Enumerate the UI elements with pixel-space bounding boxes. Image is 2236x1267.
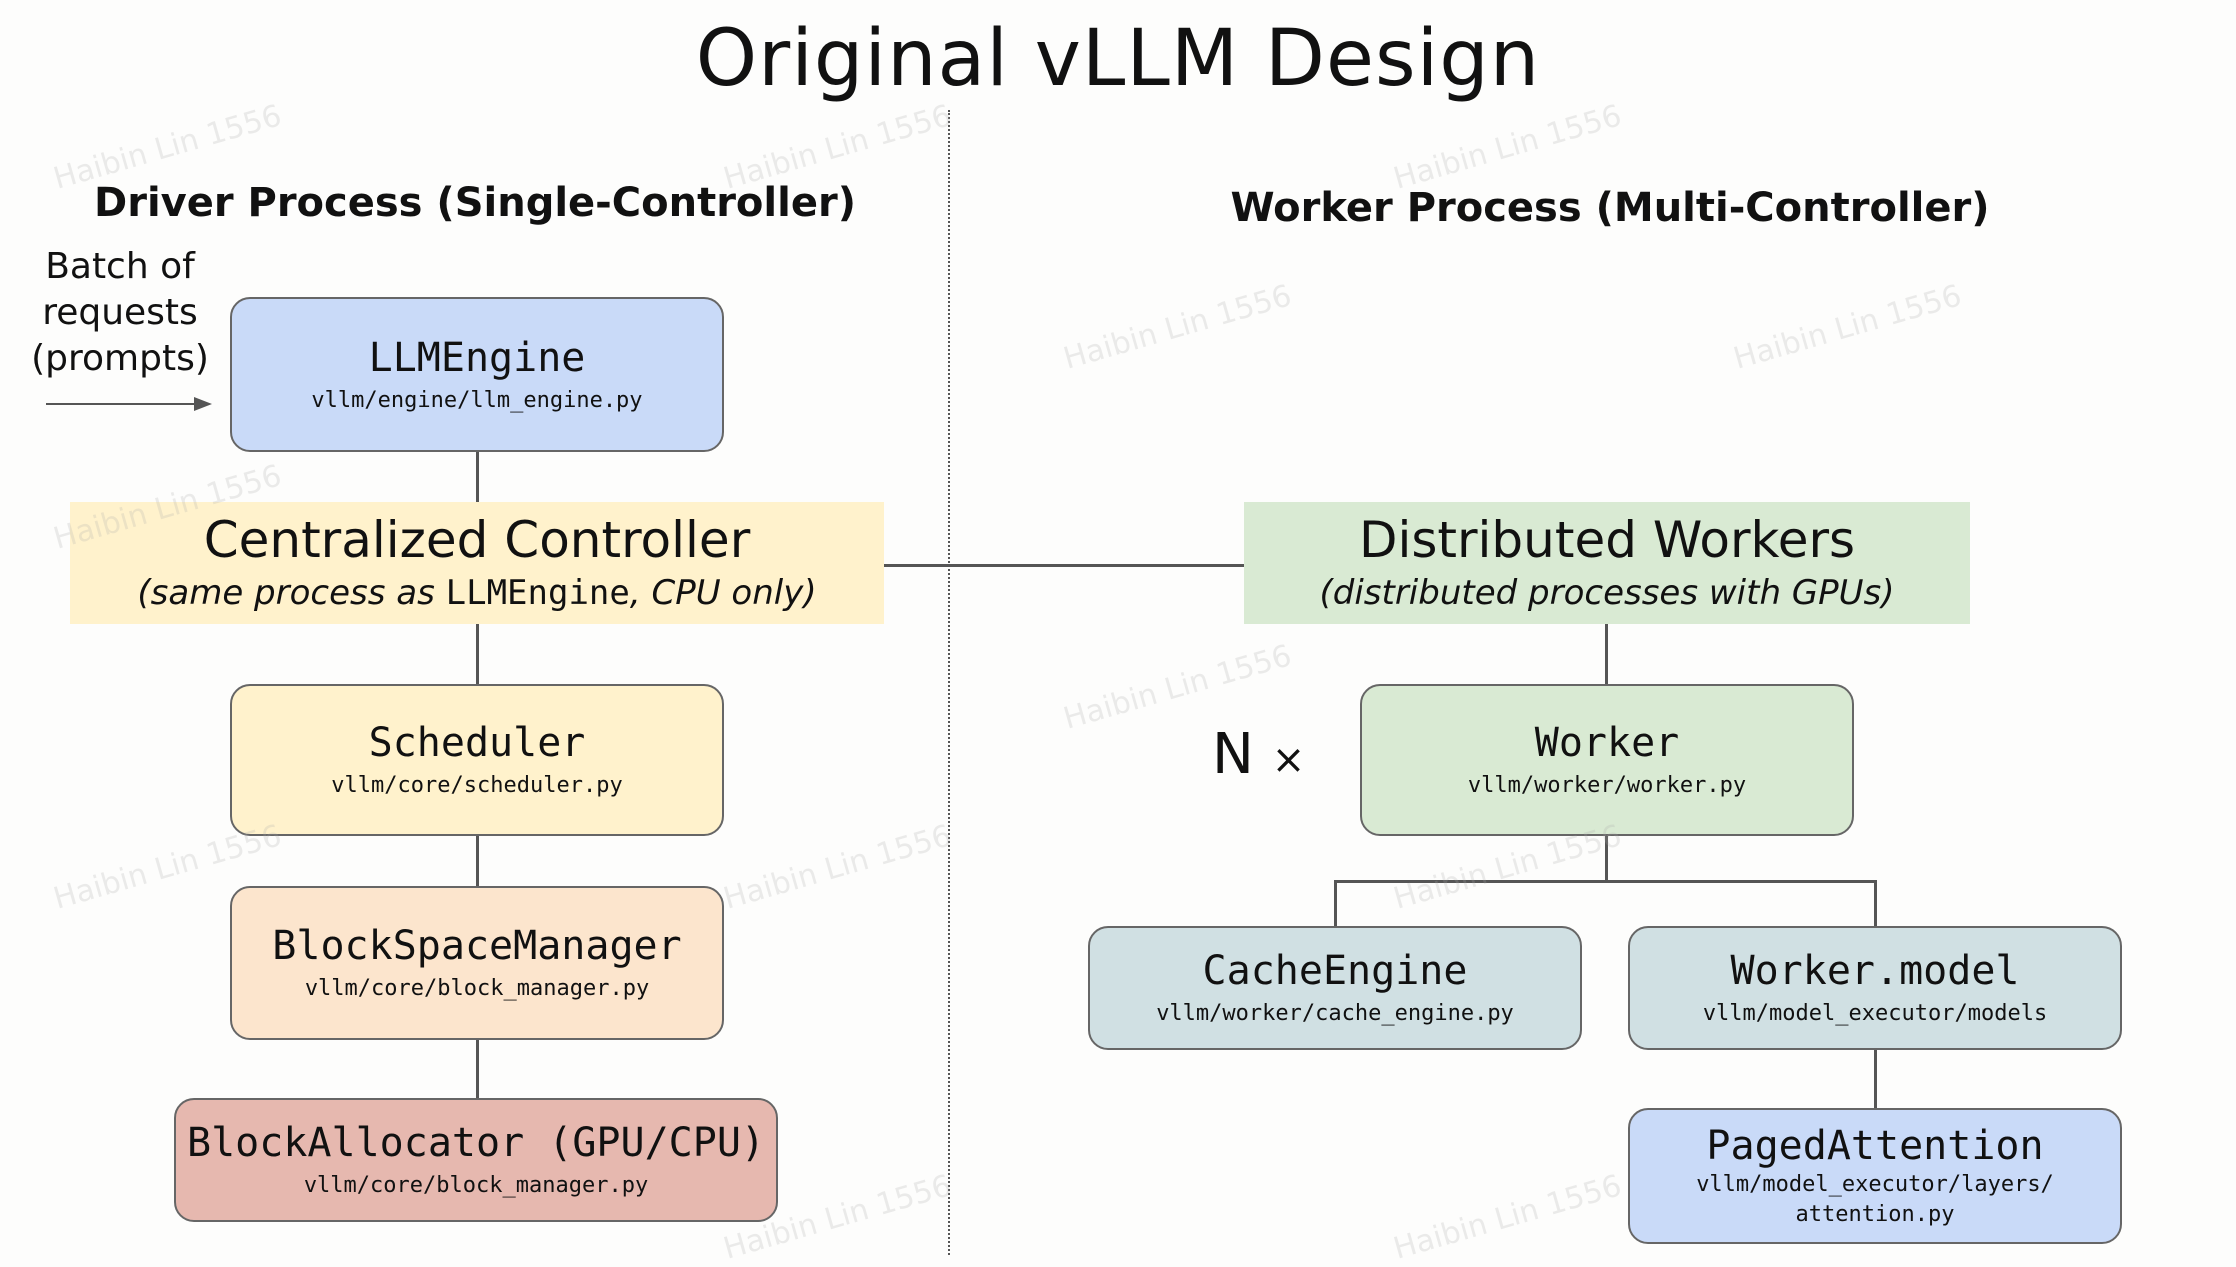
centralized-controller-banner: Centralized Controller (same process as … <box>70 502 884 624</box>
scheduler-name: Scheduler <box>368 720 586 766</box>
worker-count-n: N <box>1212 722 1254 787</box>
connector-engine-controller <box>476 452 479 502</box>
batch-label-line-1: Batch of <box>45 246 195 287</box>
block-space-manager-path: vllm/core/block_manager.py <box>304 976 650 1001</box>
scheduler-box: Scheduler vllm/core/scheduler.py <box>230 684 724 836</box>
llm-engine-box: LLMEngine vllm/engine/llm_engine.py <box>230 297 724 452</box>
controller-subtitle-pre: (same process as <box>137 573 446 613</box>
controller-title: Centralized Controller <box>203 511 751 569</box>
worker-model-box: Worker.model vllm/model_executor/models <box>1628 926 2122 1050</box>
paged-attention-path-line-1: vllm/model_executor/layers/ <box>1696 1172 2054 1197</box>
connector-controller-workers <box>882 564 1244 567</box>
watermark: Haibin Lin 1556 <box>1389 1168 1626 1267</box>
block-space-manager-name: BlockSpaceManager <box>272 923 682 969</box>
controller-subtitle-post: , CPU only) <box>629 573 817 613</box>
watermark: Haibin Lin 1556 <box>1389 98 1626 197</box>
cache-engine-path: vllm/worker/cache_engine.py <box>1156 1001 1514 1026</box>
batch-label-line-3: (prompts) <box>31 338 209 379</box>
llm-engine-name: LLMEngine <box>368 334 586 381</box>
controller-subtitle-code: LLMEngine <box>445 573 630 613</box>
worker-count-label: N × <box>1212 722 1305 787</box>
paged-attention-path-line-2: attention.py <box>1795 1202 1955 1227</box>
distributed-workers-banner: Distributed Workers (distributed process… <box>1244 502 1970 624</box>
controller-subtitle: (same process as LLMEngine, CPU only) <box>137 570 816 616</box>
cache-engine-name: CacheEngine <box>1202 948 1468 994</box>
connector-split-horizontal <box>1334 880 1876 883</box>
batch-label-line-2: requests <box>42 292 198 333</box>
paged-attention-name: PagedAttention <box>1706 1123 2044 1169</box>
worker-box: Worker vllm/worker/worker.py <box>1360 684 1854 836</box>
block-allocator-path: vllm/core/block_manager.py <box>303 1173 649 1198</box>
batch-input-label: Batch of requests (prompts) <box>20 244 220 382</box>
worker-count-times: × <box>1271 737 1306 783</box>
llm-engine-path: vllm/engine/llm_engine.py <box>311 387 643 413</box>
connector-scheduler-blockmanager <box>476 836 479 886</box>
worker-model-path: vllm/model_executor/models <box>1702 1001 2048 1026</box>
connector-workers-worker <box>1605 624 1608 684</box>
connector-model-pagedattention <box>1874 1050 1877 1108</box>
page-title: Original vLLM Design <box>695 14 1541 104</box>
block-allocator-box: BlockAllocator (GPU/CPU) vllm/core/block… <box>174 1098 778 1222</box>
watermark: Haibin Lin 1556 <box>719 818 956 917</box>
worker-path: vllm/worker/worker.py <box>1467 773 1747 798</box>
block-allocator-name: BlockAllocator (GPU/CPU) <box>187 1120 765 1166</box>
driver-process-heading: Driver Process (Single-Controller) <box>94 180 856 226</box>
watermark: Haibin Lin 1556 <box>1729 278 1966 377</box>
worker-process-heading: Worker Process (Multi-Controller) <box>1230 185 1990 231</box>
connector-split-cacheengine <box>1334 880 1337 926</box>
paged-attention-box: PagedAttention vllm/model_executor/layer… <box>1628 1108 2122 1244</box>
input-arrow-icon <box>46 397 212 411</box>
scheduler-path: vllm/core/scheduler.py <box>331 773 623 798</box>
workers-banner-subtitle: (distributed processes with GPUs) <box>1319 573 1895 613</box>
connector-controller-scheduler <box>476 624 479 684</box>
block-space-manager-box: BlockSpaceManager vllm/core/block_manage… <box>230 886 724 1040</box>
cache-engine-box: CacheEngine vllm/worker/cache_engine.py <box>1088 926 1582 1050</box>
process-divider <box>948 110 950 1255</box>
workers-banner-title: Distributed Workers <box>1358 511 1856 569</box>
connector-split-workermodel <box>1874 880 1877 926</box>
watermark: Haibin Lin 1556 <box>1059 278 1296 377</box>
connector-worker-split <box>1605 836 1608 882</box>
worker-model-name: Worker.model <box>1730 948 2020 994</box>
worker-name: Worker <box>1534 720 1680 766</box>
connector-blockmanager-allocator <box>476 1040 479 1098</box>
